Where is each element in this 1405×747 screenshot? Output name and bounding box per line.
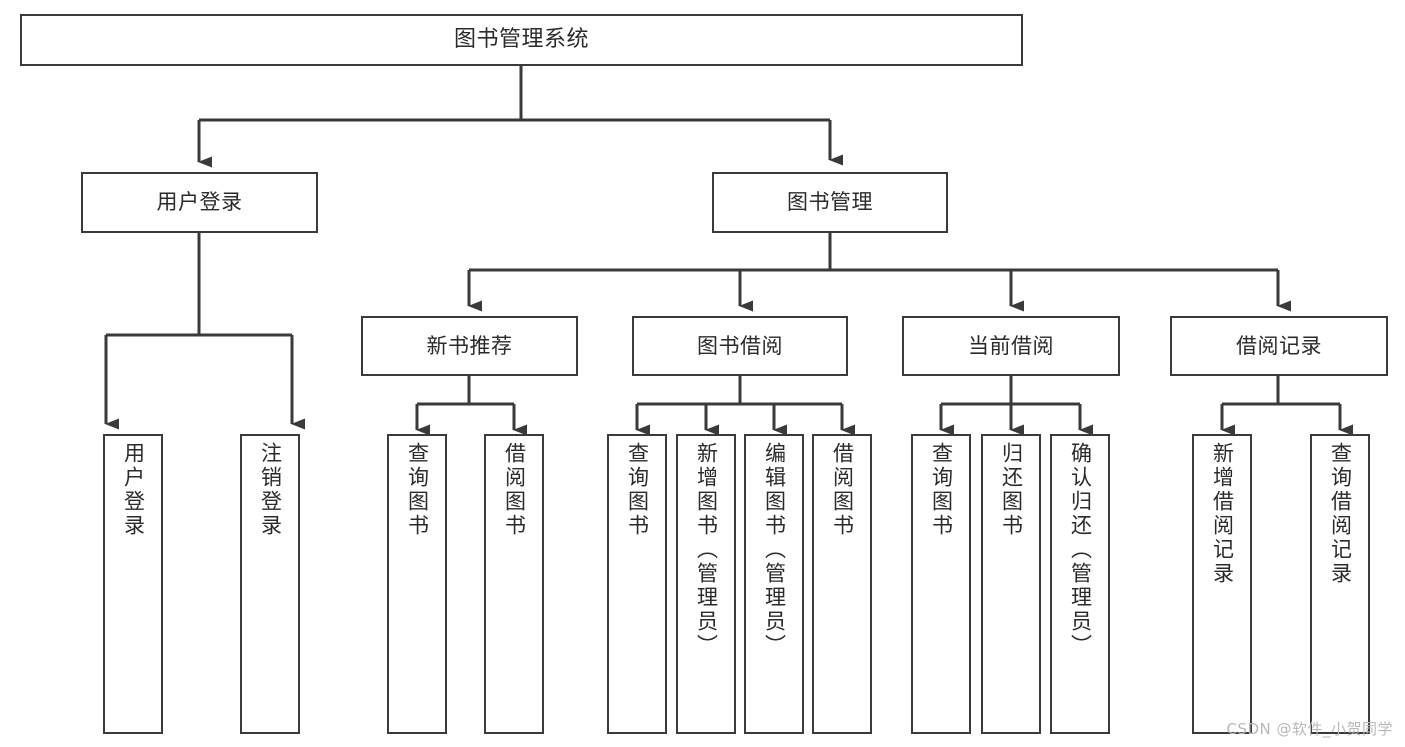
node-borrow-record[interactable]: 借阅记录 [1170,316,1388,376]
leaf-cb-confirm-return-label: 确认归还（管理员） [1068,442,1093,658]
leaf-bb-add-book[interactable]: 新增图书（管理员） [676,434,736,734]
leaf-bb-query-book-label: 查询图书 [625,442,650,538]
node-current-borrow[interactable]: 当前借阅 [902,316,1120,376]
node-new-book-recommend-label: 新书推荐 [426,333,513,358]
leaf-br-add-record[interactable]: 新增借阅记录 [1192,434,1252,734]
node-root-system-label: 图书管理系统 [453,27,589,53]
leaf-user-login-label: 用户登录 [121,442,146,538]
leaf-cb-query-book[interactable]: 查询图书 [911,434,971,734]
leaf-nb-query-book[interactable]: 查询图书 [387,434,447,734]
node-book-borrow-label: 图书借阅 [697,333,783,358]
node-borrow-record-label: 借阅记录 [1236,333,1322,358]
leaf-cb-return-book-label: 归还图书 [999,442,1024,538]
node-book-management[interactable]: 图书管理 [712,172,948,233]
leaf-user-login[interactable]: 用户登录 [103,434,163,734]
leaf-bb-edit-book[interactable]: 编辑图书（管理员） [744,434,804,734]
leaf-bb-edit-book-label: 编辑图书（管理员） [762,442,787,658]
node-current-borrow-label: 当前借阅 [968,333,1054,358]
watermark-text: CSDN @软件_小贺同学 [1226,720,1393,738]
leaf-nb-query-book-label: 查询图书 [405,442,430,538]
leaf-bb-query-book[interactable]: 查询图书 [607,434,667,734]
node-book-management-label: 图书管理 [787,190,873,215]
leaf-logout-label: 注销登录 [258,442,283,538]
leaf-cb-confirm-return[interactable]: 确认归还（管理员） [1050,434,1110,734]
leaf-bb-borrow-book[interactable]: 借阅图书 [812,434,872,734]
node-user-login-label: 用户登录 [156,190,243,215]
leaf-bb-borrow-book-label: 借阅图书 [830,442,855,538]
node-user-login[interactable]: 用户登录 [81,172,318,233]
node-book-borrow[interactable]: 图书借阅 [632,316,848,376]
leaf-nb-borrow-book-label: 借阅图书 [502,442,527,538]
leaf-bb-add-book-label: 新增图书（管理员） [694,442,719,658]
node-root-system[interactable]: 图书管理系统 [20,14,1023,66]
leaf-logout[interactable]: 注销登录 [240,434,300,734]
leaf-cb-return-book[interactable]: 归还图书 [981,434,1041,734]
leaf-br-add-record-label: 新增借阅记录 [1210,442,1235,586]
leaf-cb-query-book-label: 查询图书 [929,442,954,538]
leaf-nb-borrow-book[interactable]: 借阅图书 [484,434,544,734]
leaf-br-query-record-label: 查询借阅记录 [1328,442,1353,586]
leaf-br-query-record[interactable]: 查询借阅记录 [1310,434,1370,734]
node-new-book-recommend[interactable]: 新书推荐 [361,316,578,376]
